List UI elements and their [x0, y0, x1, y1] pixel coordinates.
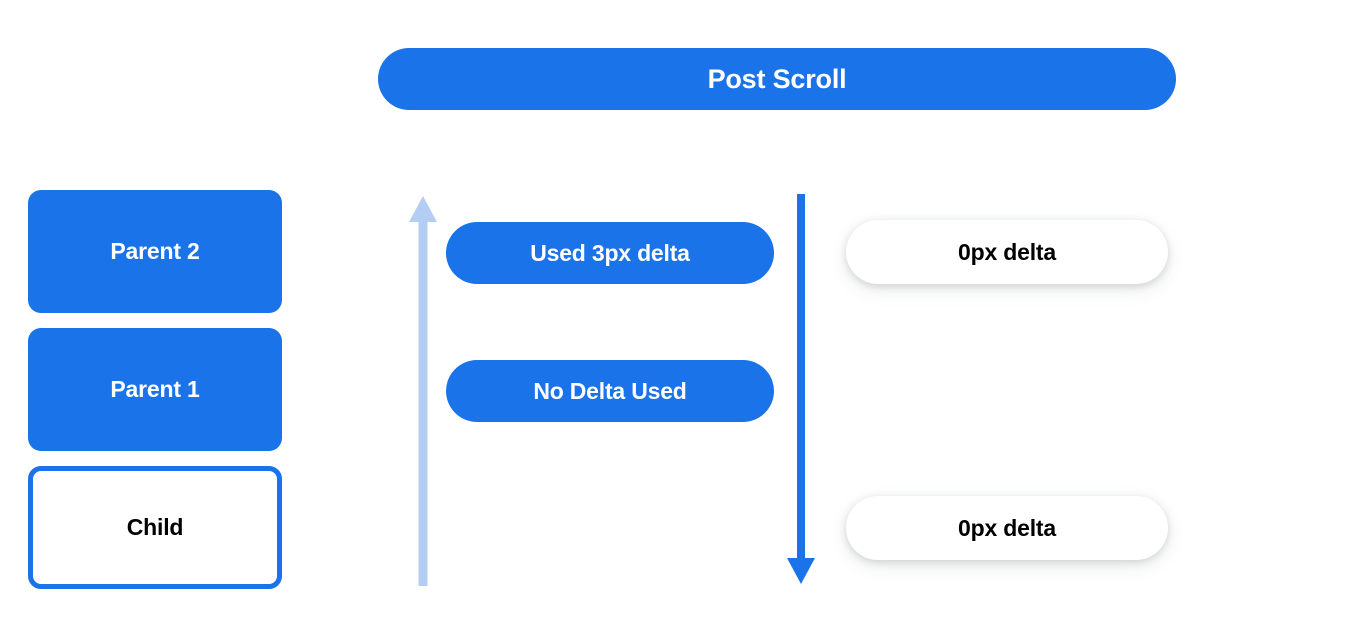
pill-label: 0px delta — [958, 514, 1056, 541]
stack-box-label: Child — [126, 514, 184, 540]
pill-label: Used 3px delta — [530, 239, 690, 266]
scroll-down-arrow-icon — [787, 194, 815, 584]
stack-box-label: Parent 2 — [110, 238, 200, 264]
stack-box-parent-2[interactable]: Parent 2 — [28, 190, 282, 313]
pill-no-delta-used[interactable]: No Delta Used — [446, 360, 774, 422]
post-scroll-banner: Post Scroll — [378, 48, 1176, 110]
pill-label: No Delta Used — [533, 377, 687, 404]
pill-zero-delta-top[interactable]: 0px delta — [846, 220, 1168, 284]
scroll-up-arrow-icon — [409, 196, 437, 586]
pill-label: 0px delta — [958, 238, 1056, 265]
stack-box-child[interactable]: Child — [28, 466, 282, 589]
stack-box-label: Parent 1 — [110, 376, 200, 402]
page-title: Post Scroll — [707, 63, 847, 94]
pill-used-3px-delta[interactable]: Used 3px delta — [446, 222, 774, 284]
pill-zero-delta-bottom[interactable]: 0px delta — [846, 496, 1168, 560]
stack-box-parent-1[interactable]: Parent 1 — [28, 328, 282, 451]
